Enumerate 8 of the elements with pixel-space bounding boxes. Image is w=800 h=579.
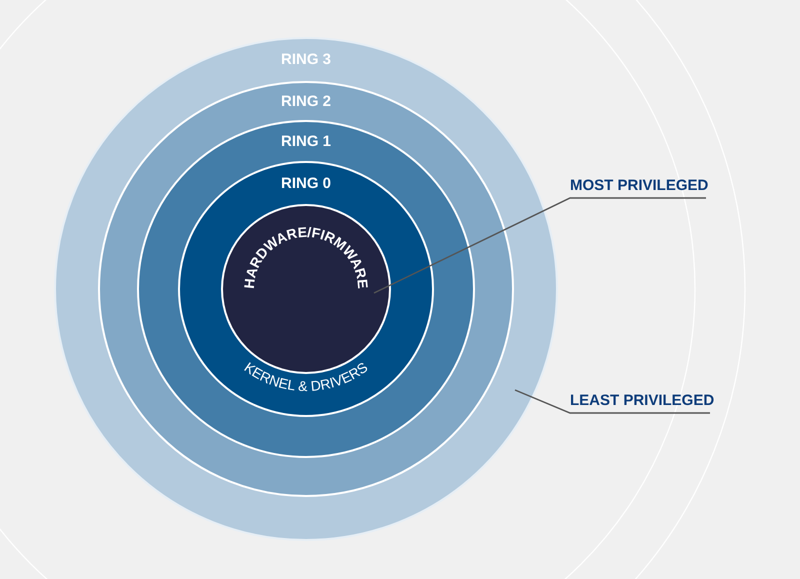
callout-label: MOST PRIVILEGED: [570, 177, 708, 195]
leader-line: [514, 389, 710, 414]
ring-label: RING 2: [281, 92, 331, 110]
ring-label: RING 1: [281, 132, 331, 150]
callout-label: LEAST PRIVILEGED: [570, 392, 714, 410]
leader-line: [374, 197, 706, 294]
ring-label: RING 3: [281, 51, 331, 69]
ring-label: RING 0: [281, 174, 331, 192]
